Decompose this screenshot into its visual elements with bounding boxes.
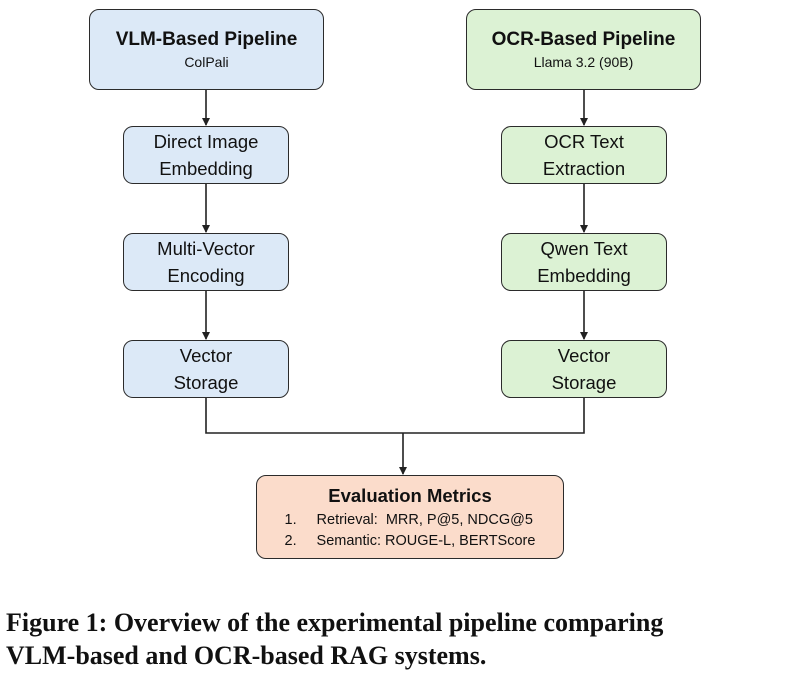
step-label-line2: Extraction: [542, 158, 626, 179]
evaluation-item-semantic: 2. Semantic: ROUGE-L, BERTScore: [285, 531, 536, 552]
item-number: 1.: [284, 511, 297, 528]
evaluation-metrics-box: Evaluation Metrics 1. Retrieval: MRR, P@5…: [256, 475, 564, 559]
ocr-pipeline-subtitle: Llama 3.2 (90B): [533, 53, 634, 70]
vlm-step-direct-image-embedding: Direct Image Embedding: [123, 126, 289, 184]
step-label-line1: Qwen Text: [540, 238, 628, 259]
ocr-step-qwen-text-embedding: Qwen Text Embedding: [501, 233, 667, 291]
ocr-pipeline-header: OCR-Based Pipeline Llama 3.2 (90B): [466, 9, 701, 90]
vlm-pipeline-header: VLM-Based Pipeline ColPali: [89, 9, 324, 90]
evaluation-title: Evaluation Metrics: [328, 484, 492, 506]
step-label-line1: Vector: [557, 345, 611, 366]
vlm-pipeline-subtitle: ColPali: [184, 53, 229, 70]
vlm-pipeline-title: VLM-Based Pipeline: [115, 28, 298, 50]
step-label-line1: Direct Image: [153, 131, 259, 152]
item-number: 2.: [284, 532, 297, 549]
step-label-line1: Vector: [179, 345, 233, 366]
vlm-step-multi-vector-encoding: Multi-Vector Encoding: [123, 233, 289, 291]
evaluation-item-retrieval: 1. Retrieval: MRR, P@5, NDCG@5: [285, 510, 536, 531]
ocr-pipeline-title: OCR-Based Pipeline: [491, 28, 676, 50]
figure-caption: Figure 1: Overview of the experimental p…: [6, 606, 786, 672]
caption-line2: VLM-based and OCR-based RAG systems.: [6, 641, 487, 670]
item-text: Retrieval: MRR, P@5, NDCG@5: [316, 511, 533, 528]
step-label-line2: Storage: [551, 372, 617, 393]
step-label-line2: Storage: [173, 372, 239, 393]
step-label-line1: Multi-Vector: [157, 238, 255, 259]
step-label-line1: OCR Text: [544, 131, 624, 152]
evaluation-list: 1. Retrieval: MRR, P@5, NDCG@5 2. Semantic…: [285, 510, 536, 552]
merge-line: [205, 398, 585, 434]
step-label-line2: Embedding: [159, 158, 253, 179]
step-label-line2: Embedding: [537, 265, 631, 286]
ocr-step-ocr-text-extraction: OCR Text Extraction: [501, 126, 667, 184]
step-label-line2: Encoding: [167, 265, 245, 286]
vlm-step-vector-storage: Vector Storage: [123, 340, 289, 398]
caption-line1: Figure 1: Overview of the experimental p…: [6, 608, 664, 637]
item-text: Semantic: ROUGE-L, BERTScore: [316, 532, 536, 549]
ocr-step-vector-storage: Vector Storage: [501, 340, 667, 398]
